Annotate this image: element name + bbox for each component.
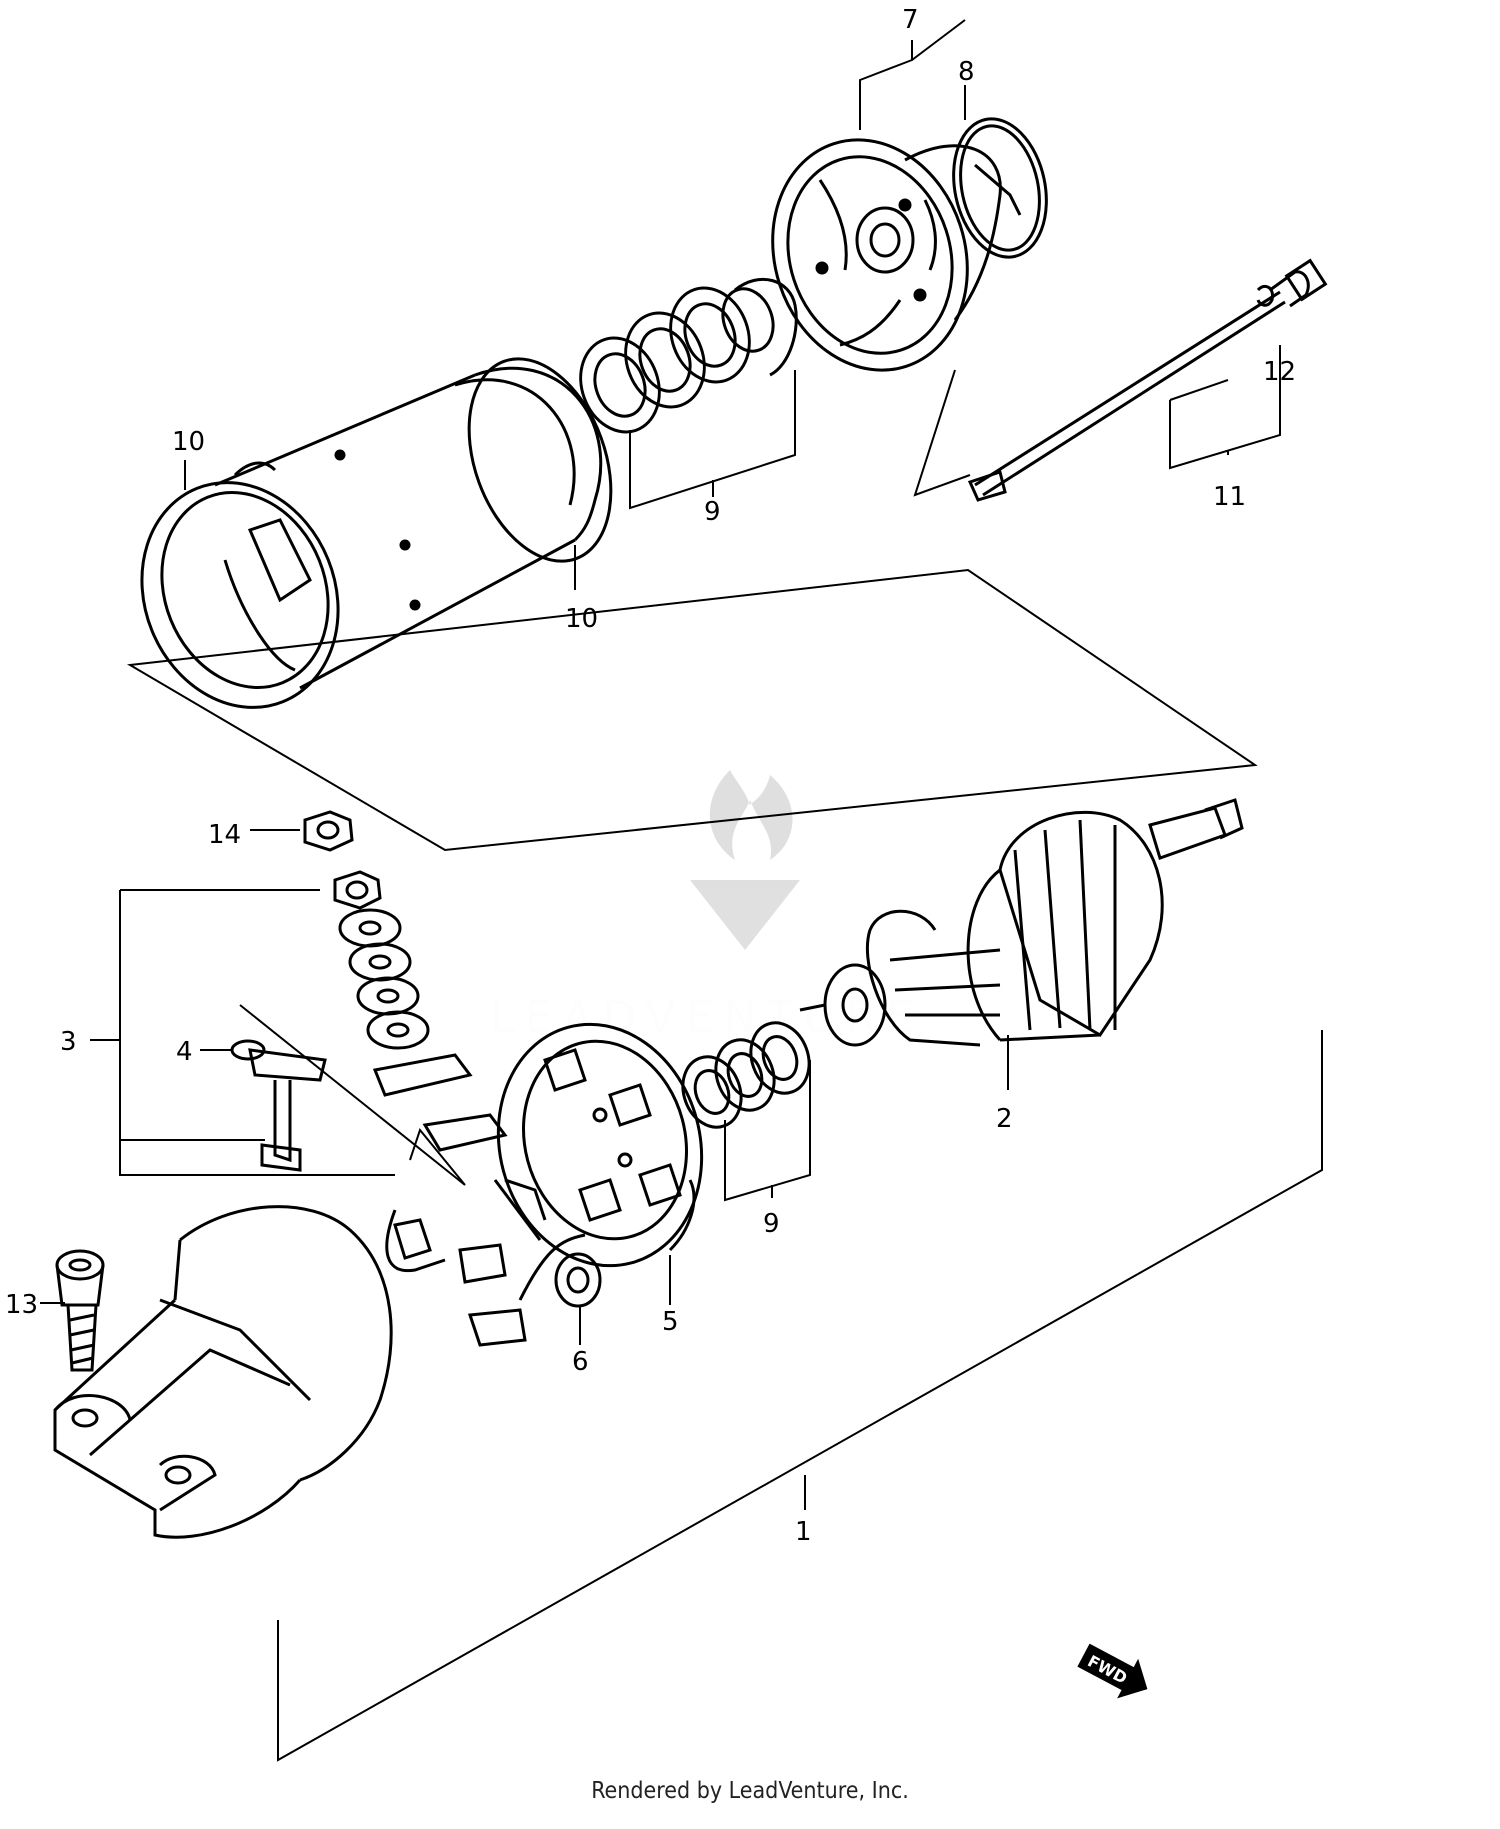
end-cover (771, 138, 1002, 372)
terminal-nut-stack (230, 810, 430, 1061)
callout-13: 13 (5, 1290, 38, 1320)
armature (799, 798, 1244, 1047)
callout-11: 11 (1213, 482, 1246, 512)
o-ring (952, 117, 1048, 259)
footer-credit: Rendered by LeadVenture, Inc. (591, 1778, 909, 1804)
callout-7: 7 (902, 5, 919, 35)
callout-9-upper: 9 (704, 497, 721, 527)
washer-set-upper (579, 277, 798, 434)
callout-3: 3 (60, 1027, 77, 1057)
bearing (554, 1252, 602, 1308)
watermark-text: LEADVENTURE (490, 992, 924, 1043)
callout-12: 12 (1263, 357, 1296, 387)
callout-10-right: 10 (565, 604, 598, 634)
yoke-housing (140, 357, 613, 709)
watermark-logo (690, 770, 800, 950)
callout-labels: 7 8 12 11 9 10 10 14 3 4 2 9 13 5 6 1 (5, 5, 1296, 1547)
callout-6: 6 (572, 1347, 589, 1377)
housing-bracket (53, 1205, 393, 1539)
leader-lines (40, 19, 1323, 1762)
washer-set-lower (681, 1021, 811, 1129)
callout-2: 2 (996, 1104, 1013, 1134)
callout-10-left: 10 (172, 427, 205, 457)
brush-set (248, 1048, 586, 1347)
callout-8: 8 (958, 57, 975, 87)
brush-holder (496, 1022, 704, 1268)
callout-9-lower: 9 (763, 1209, 780, 1239)
callout-5: 5 (662, 1307, 679, 1337)
through-bolt (967, 258, 1328, 502)
callout-4: 4 (176, 1037, 193, 1067)
fwd-arrow-icon: FWD (1077, 1643, 1148, 1699)
callout-1: 1 (795, 1517, 812, 1547)
callout-14: 14 (208, 820, 241, 850)
mounting-bolt (55, 1249, 105, 1372)
